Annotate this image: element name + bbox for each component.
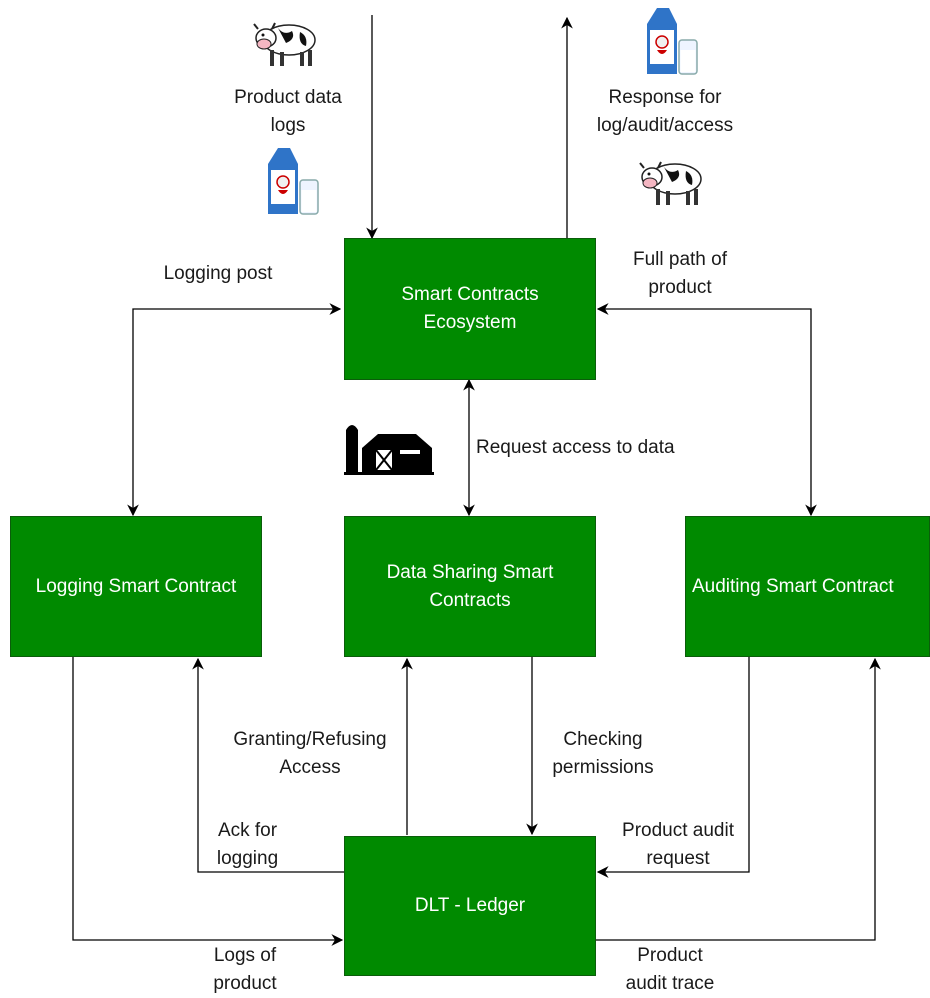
farm-barn-icon xyxy=(344,425,434,475)
arrow-logging-post xyxy=(127,303,342,517)
label-product-audit-trace: Product audit trace xyxy=(625,945,715,994)
label-logs-of-product: Logs of product xyxy=(213,945,277,994)
arrow-product-audit-trace xyxy=(596,657,881,941)
arrow-ack-for-logging xyxy=(192,657,344,873)
milk-carton-icon xyxy=(268,148,319,215)
auditing-smart-contract-box: Auditing Smart Contract xyxy=(685,516,930,657)
label-checking-permissions: Checking permissions xyxy=(552,729,654,778)
label-full-path: Full path of product xyxy=(633,249,727,298)
cow-icon-2 xyxy=(639,161,702,205)
cow-icon xyxy=(253,22,316,66)
arrow-full-path xyxy=(596,303,817,517)
arrow-product-audit-request xyxy=(596,657,750,878)
label-granting-access: Granting/Refusing Access xyxy=(233,729,387,778)
label-logging-post: Logging post xyxy=(163,263,273,284)
arrow-logs-of-product xyxy=(72,657,344,946)
label-product-audit-request: Product audit request xyxy=(622,820,734,869)
logging-smart-contract-box: Logging Smart Contract xyxy=(10,516,262,657)
label-product-data-logs: Product data logs xyxy=(234,87,342,136)
data-sharing-smart-contracts-box: Data Sharing Smart Contracts xyxy=(344,516,596,657)
milk-carton-icon-2 xyxy=(647,8,698,75)
label-ack-for-logging: Ack for logging xyxy=(216,820,279,869)
label-response: Response for log/audit/access xyxy=(596,87,734,136)
smart-contracts-ecosystem-box: Smart Contracts Ecosystem xyxy=(344,238,596,380)
label-request-access: Request access to data xyxy=(476,437,675,458)
dlt-ledger-box: DLT - Ledger xyxy=(344,836,596,976)
